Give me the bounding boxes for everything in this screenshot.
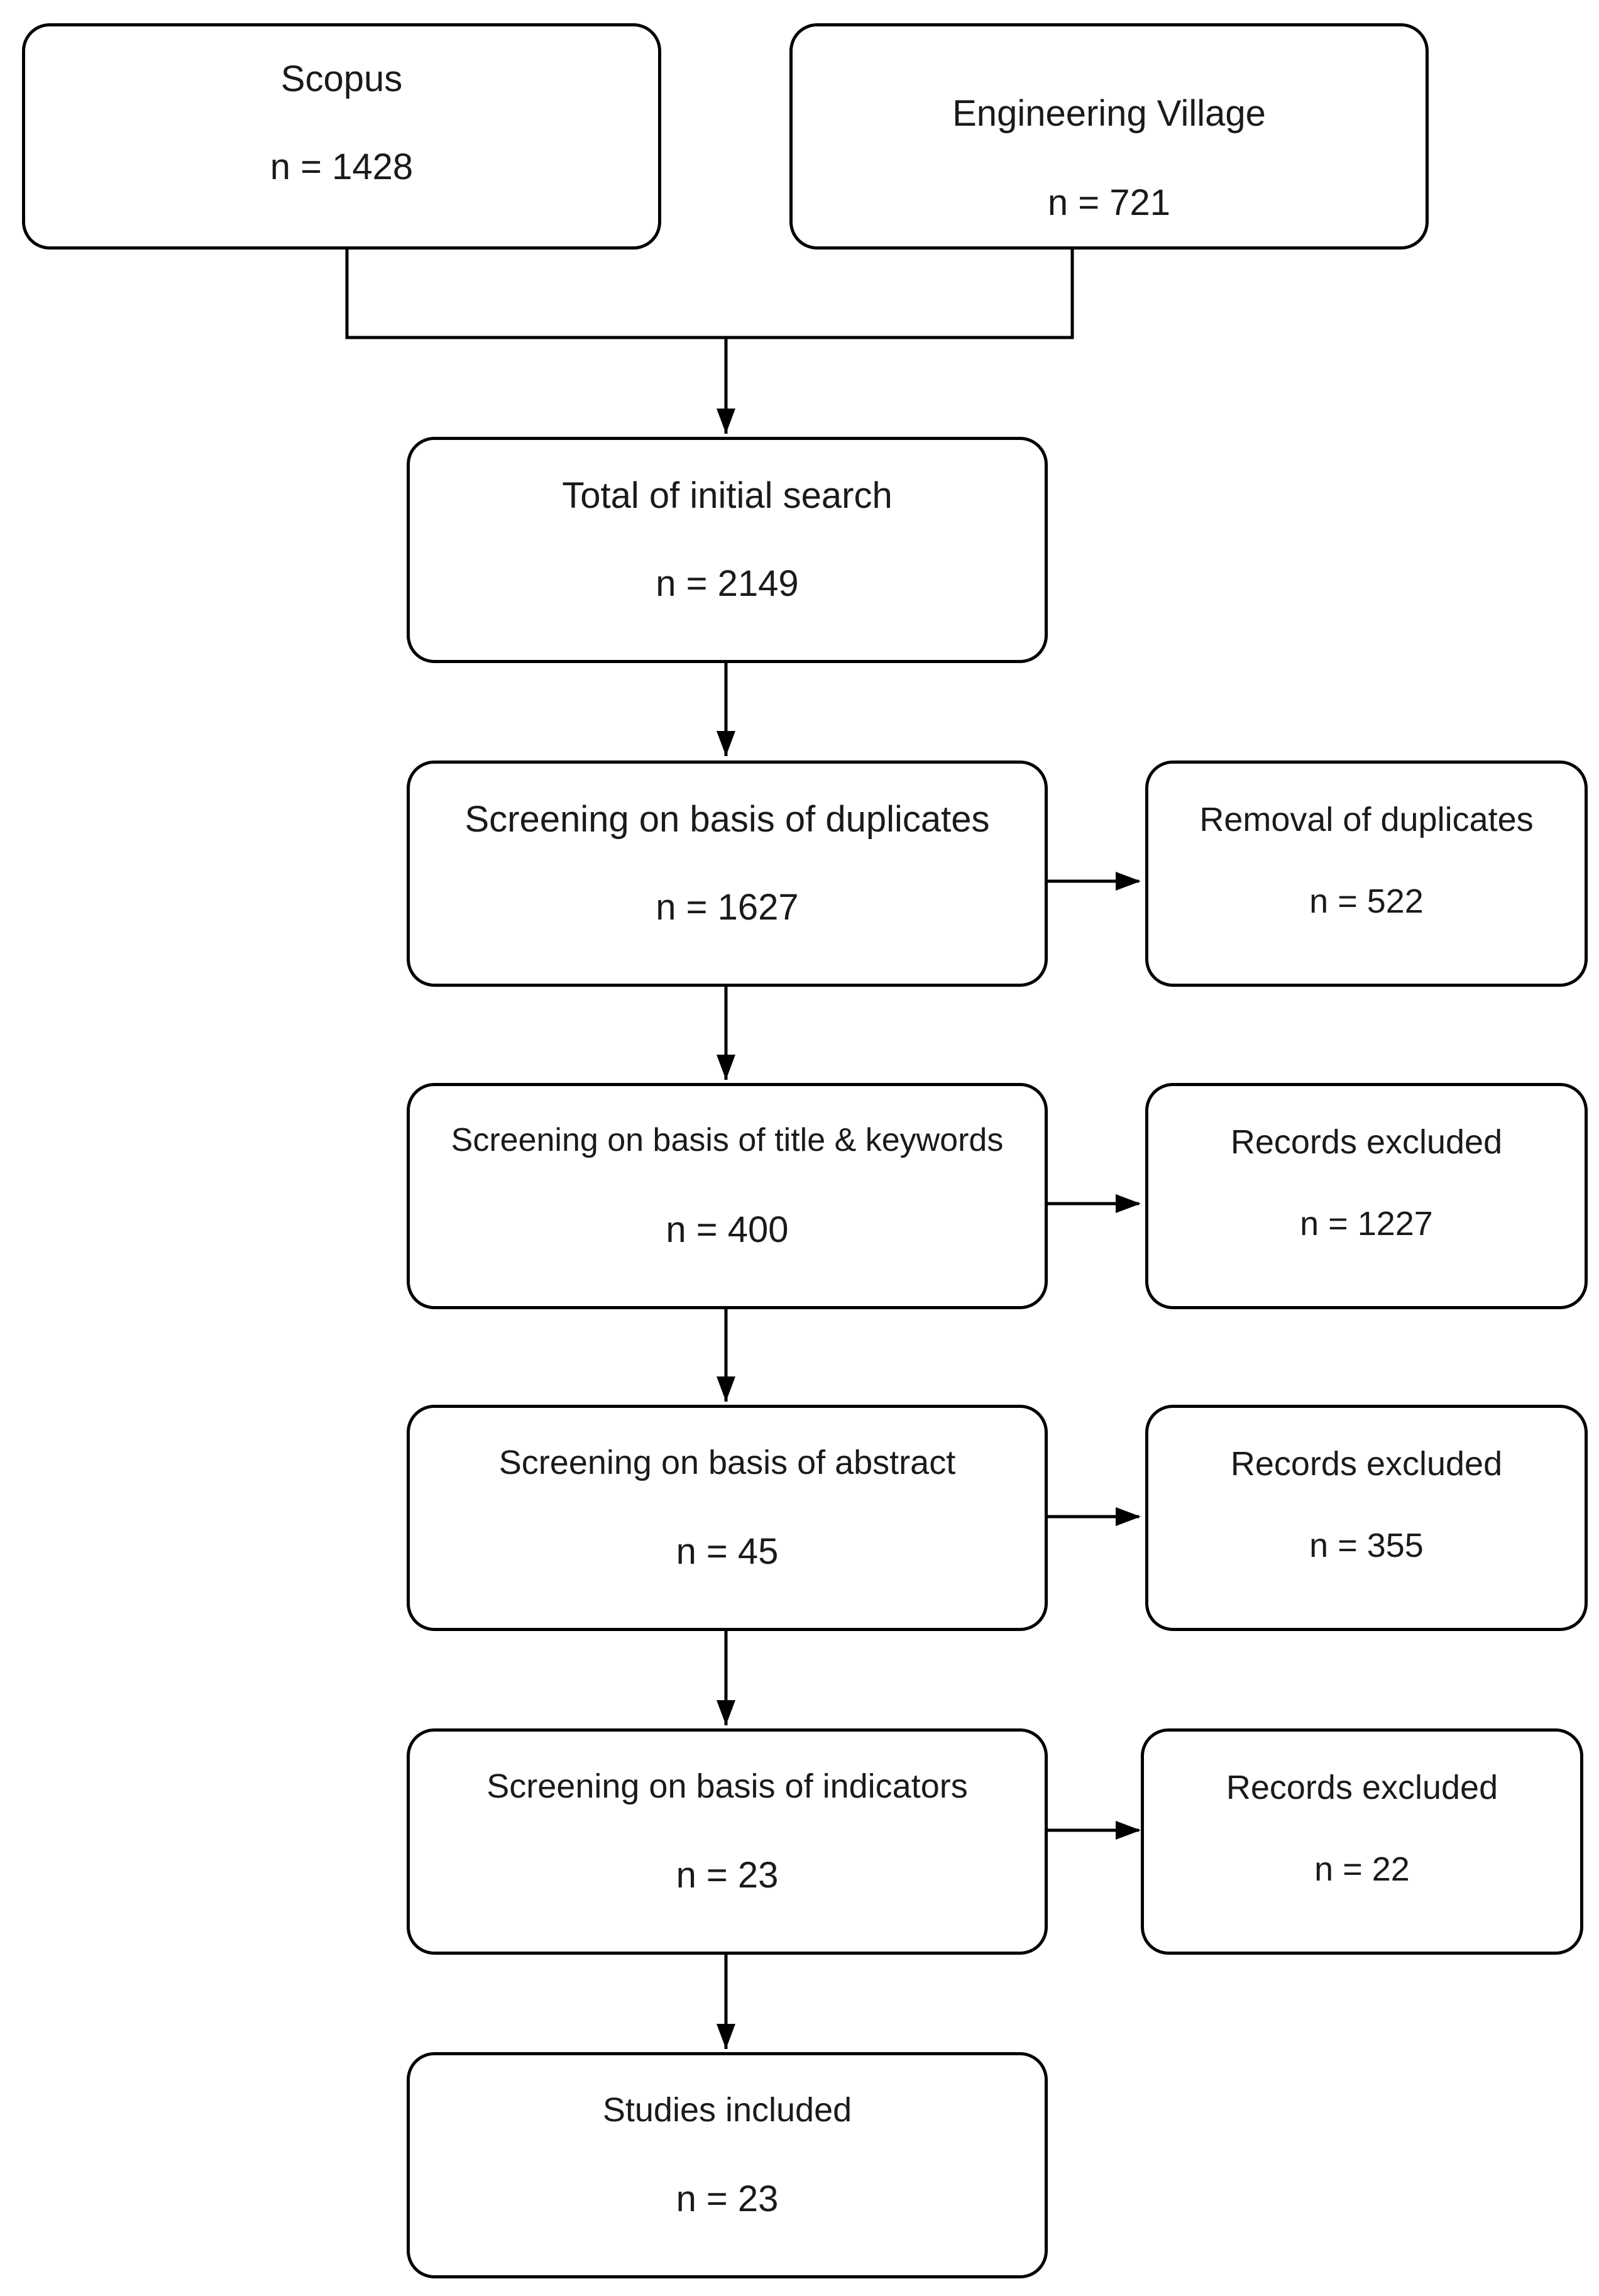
exclusion-count: n = 22 (1314, 1850, 1410, 1888)
arrowhead (1116, 1507, 1141, 1526)
source-count: n = 721 (1047, 182, 1171, 223)
arrowhead (1116, 1194, 1141, 1213)
stage-box-initial-search: Total of initial search n = 2149 (407, 437, 1048, 663)
stage-box-indicators: Screening on basis of indicators n = 23 (407, 1728, 1048, 1955)
exclusion-title: Records excluded (1226, 1769, 1498, 1806)
stage-count: n = 23 (676, 2178, 779, 2219)
exclusion-box-abstract: Records excluded n = 355 (1145, 1405, 1588, 1631)
stage-box-studies-included: Studies included n = 23 (407, 2052, 1048, 2278)
exclusion-title: Records excluded (1230, 1123, 1503, 1161)
arrowhead (717, 1700, 735, 1725)
stage-title: Screening on basis of duplicates (464, 799, 990, 840)
stage-title: Studies included (602, 2091, 852, 2129)
stage-title: Total of initial search (562, 475, 893, 516)
exclusion-box-title-keywords: Records excluded n = 1227 (1145, 1083, 1588, 1309)
stage-count: n = 400 (666, 1209, 789, 1250)
exclusion-title: Removal of duplicates (1199, 801, 1534, 838)
arrowhead (717, 731, 735, 756)
stage-box-title-keywords: Screening on basis of title & keywords n… (407, 1083, 1048, 1309)
stage-title: Screening on basis of title & keywords (451, 1122, 1004, 1158)
source-title: Scopus (280, 58, 403, 99)
source-box-scopus: Scopus n = 1428 (22, 23, 661, 250)
arrowhead (717, 2024, 735, 2049)
exclusion-count: n = 355 (1309, 1527, 1424, 1564)
stage-box-duplicates: Screening on basis of duplicates n = 162… (407, 761, 1048, 987)
exclusion-box-indicators: Records excluded n = 22 (1141, 1728, 1583, 1955)
source-box-engineering-village: Engineering Village n = 721 (789, 23, 1429, 250)
arrowhead (717, 1055, 735, 1080)
exclusion-title: Records excluded (1230, 1445, 1503, 1483)
stage-count: n = 2149 (656, 563, 799, 604)
stage-box-abstract: Screening on basis of abstract n = 45 (407, 1405, 1048, 1631)
stage-count: n = 23 (676, 1855, 779, 1896)
stage-title: Screening on basis of indicators (486, 1767, 968, 1805)
merge-connector (345, 248, 1074, 339)
arrowhead (1116, 872, 1141, 891)
exclusion-box-duplicates: Removal of duplicates n = 522 (1145, 761, 1588, 987)
exclusion-count: n = 1227 (1300, 1205, 1433, 1243)
stage-title: Screening on basis of abstract (498, 1444, 956, 1481)
exclusion-count: n = 522 (1309, 882, 1424, 920)
source-title: Engineering Village (952, 93, 1266, 134)
arrowhead (1116, 1821, 1141, 1840)
arrowhead (717, 1376, 735, 1402)
source-count: n = 1428 (270, 146, 414, 187)
stage-count: n = 1627 (656, 887, 799, 928)
arrowhead (717, 409, 735, 434)
stage-count: n = 45 (676, 1531, 779, 1572)
